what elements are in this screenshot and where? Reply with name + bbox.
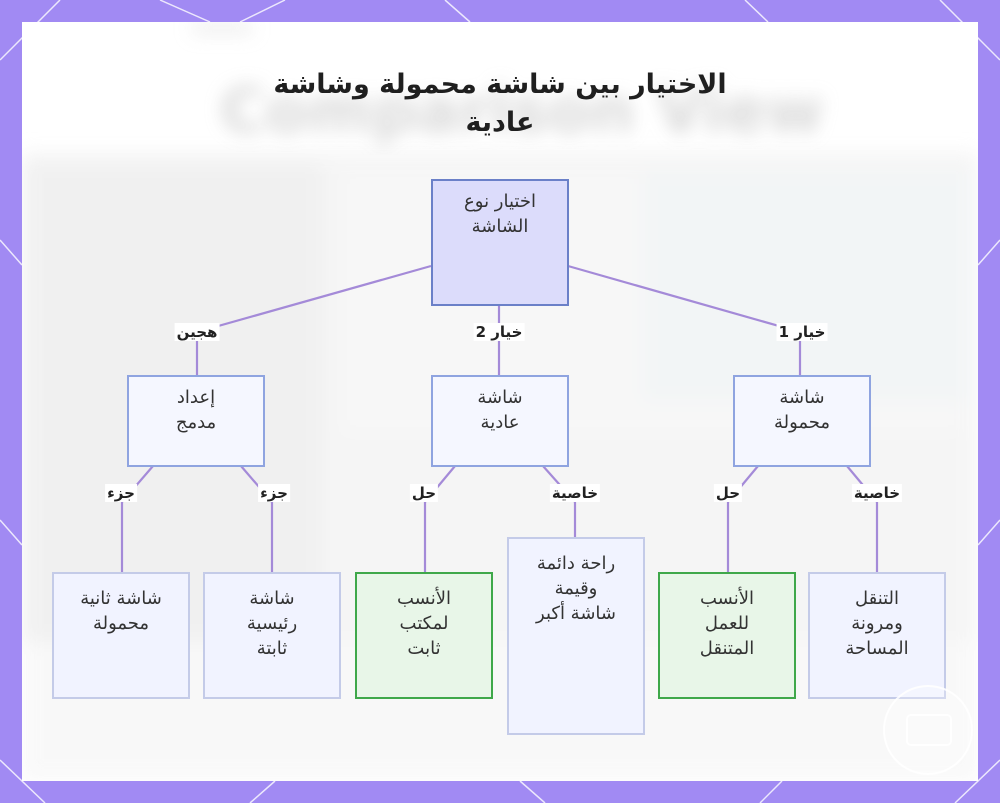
background-watermark-text: Comparison View: [220, 74, 823, 147]
edge-label-solution-portable: حل: [713, 484, 743, 502]
edge-label-option1: خيار 1: [776, 323, 828, 341]
node-regular-screen: شاشة عادية: [431, 375, 569, 467]
edge-root-hybrid: [196, 264, 432, 334]
node-regular-solution: الأنسب لمكتب ثابت: [355, 572, 493, 699]
node-portable-solution: الأنسب للعمل المتنقل: [658, 572, 796, 699]
node-portable-screen: شاشة محمولة: [733, 375, 871, 467]
edge-label-trait-portable: خاصية: [851, 484, 903, 502]
node-root-choose-screen-type: اختيار نوع الشاشة: [431, 179, 569, 306]
diagram-title: الاختيار بين شاشة محمولة وشاشة عادية: [273, 69, 727, 138]
diagram-card: Comparison View الاختيار بين شاشة محمولة…: [22, 22, 978, 781]
edge-label-hybrid: هجين: [174, 323, 220, 341]
edge-label-part-second: جزء: [105, 484, 137, 502]
chat-bubble-button[interactable]: [883, 685, 973, 775]
node-regular-trait: راحة دائمة وقيمة شاشة أكبر: [507, 537, 645, 735]
chat-bubble-icon: [906, 714, 952, 746]
node-hybrid-second-screen: شاشة ثانية محمولة: [52, 572, 190, 699]
node-hybrid-setup: إعداد مدمج: [127, 375, 265, 467]
edge-label-part-main: جزء: [258, 484, 290, 502]
edge-label-trait-regular: خاصية: [549, 484, 601, 502]
edge-root-portable: [567, 264, 801, 334]
edge-label-solution-regular: حل: [409, 484, 439, 502]
node-portable-trait: التنقل ومرونة المساحة: [808, 572, 946, 699]
edge-label-option2: خيار 2: [473, 323, 525, 341]
node-hybrid-main-screen: شاشة رئيسية ثابتة: [203, 572, 341, 699]
